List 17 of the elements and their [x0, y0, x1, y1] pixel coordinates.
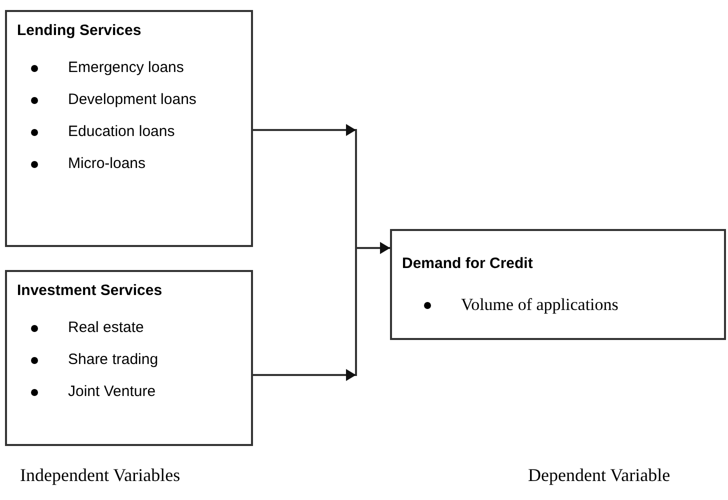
list-item: Volume of applications: [461, 294, 618, 316]
list-item: Joint Venture: [68, 382, 156, 402]
list-item: Education loans: [68, 122, 175, 142]
variable-box: [5, 270, 253, 446]
box-heading: Demand for Credit: [402, 254, 533, 274]
variable-box: [390, 229, 726, 340]
axis-caption: Dependent Variable: [528, 464, 670, 487]
arrow: [253, 242, 390, 381]
axis-caption: Independent Variables: [20, 464, 180, 487]
list-item: Micro-loans: [68, 154, 146, 174]
list-item: Real estate: [68, 318, 144, 338]
list-item: Emergency loans: [68, 58, 184, 78]
variable-box: [5, 10, 253, 247]
list-item: Development loans: [68, 90, 196, 110]
list-item: Share trading: [68, 350, 158, 370]
box-heading: Investment Services: [17, 281, 162, 301]
box-heading: Lending Services: [17, 21, 142, 41]
